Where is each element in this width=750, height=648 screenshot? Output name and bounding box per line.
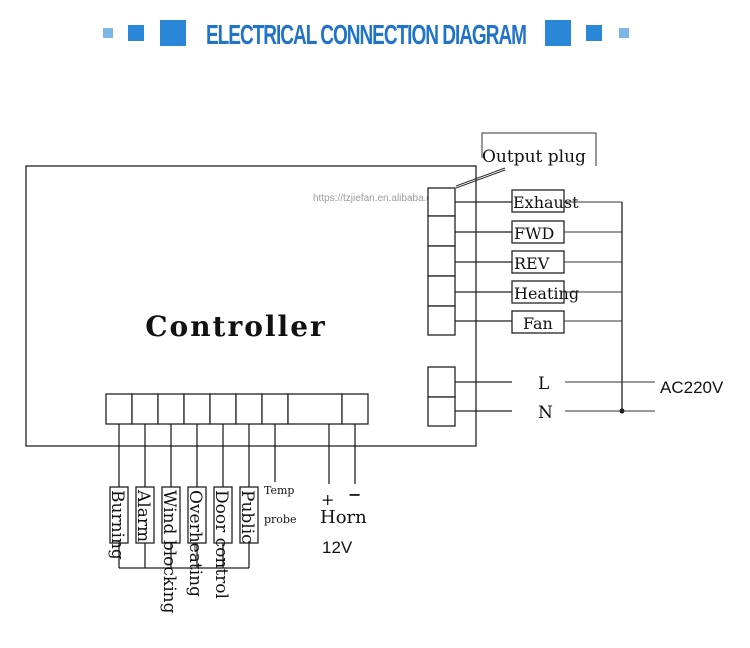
load-label-rev: REV <box>514 254 550 273</box>
input-terminal <box>183 393 211 425</box>
title-decor-square <box>545 20 571 46</box>
output-plug-frame <box>481 132 597 166</box>
output-plug-label: Output plug <box>482 147 586 167</box>
input-label-public: Public <box>237 490 257 544</box>
controller-box <box>25 165 477 447</box>
input-labels: Burning Alarm Wind blocking Overheating … <box>107 489 257 614</box>
load-box-fan <box>511 310 565 334</box>
diagram-title: ELECTRICAL CONNECTION DIAGRAM <box>206 19 526 50</box>
supply-voltage-label: AC220V <box>660 378 724 397</box>
title-decor-square <box>128 25 144 41</box>
output-loads: Exhaust FWD REV Heating Fan <box>511 189 579 334</box>
controller-label: Controller <box>145 310 327 343</box>
title-banner: ELECTRICAL CONNECTION DIAGRAM <box>103 19 629 50</box>
watermark-text: https://tzjiefan.en.alibaba.com <box>313 193 445 204</box>
load-label-exhaust: Exhaust <box>513 193 579 212</box>
output-terminal <box>427 275 456 307</box>
output-terminal <box>427 215 456 247</box>
input-terminal <box>287 393 343 425</box>
input-wires <box>118 424 356 487</box>
horn-minus-sign: − <box>348 485 361 504</box>
title-decor-square <box>103 28 113 38</box>
output-terminal <box>427 245 456 277</box>
input-label-door-control: Door control <box>211 490 231 599</box>
output-terminal <box>427 187 456 217</box>
power-terminal-l <box>427 366 456 398</box>
input-switch-boxes <box>109 486 259 544</box>
title-decor-square <box>619 28 629 38</box>
horn-voltage-label: 12V <box>322 538 353 557</box>
input-label-overheating: Overheating <box>185 490 205 597</box>
load-label-heating: Heating <box>514 284 579 303</box>
input-label-alarm: Alarm <box>133 489 153 542</box>
output-terminal <box>427 305 456 336</box>
input-terminal <box>105 393 133 425</box>
load-label-fwd: FWD <box>514 224 554 243</box>
input-label-wind-blocking: Wind blocking <box>159 490 179 614</box>
title-decor-square <box>586 25 602 41</box>
horn-plus-sign: + <box>321 490 334 509</box>
horn-label: Horn <box>320 507 367 528</box>
input-terminal-block <box>105 393 369 425</box>
temp-probe-label-line2: probe <box>264 513 296 526</box>
power-terminal-n <box>427 396 456 427</box>
input-label-burning: Burning <box>107 490 127 560</box>
output-plug-leader <box>455 167 506 187</box>
power-label-l: L <box>538 374 549 394</box>
output-terminal-block <box>427 187 456 336</box>
input-terminal <box>261 393 289 425</box>
title-decor-square <box>160 20 186 46</box>
output-plug-leader <box>455 169 506 189</box>
input-terminal <box>341 393 369 425</box>
load-box-exhaust <box>511 189 565 213</box>
input-common-return <box>118 543 250 569</box>
input-terminal <box>209 393 237 425</box>
input-terminal <box>157 393 185 425</box>
input-terminal <box>131 393 159 425</box>
input-terminal <box>235 393 263 425</box>
power-label-n: N <box>538 403 553 423</box>
load-return-wires <box>564 201 625 414</box>
temp-probe-label-line1: Temp <box>264 484 294 497</box>
output-plug-callout: Output plug <box>455 132 597 189</box>
load-label-fan: Fan <box>523 314 553 333</box>
power-terminal-block: L N AC220V <box>427 366 724 427</box>
output-wires <box>455 201 512 322</box>
